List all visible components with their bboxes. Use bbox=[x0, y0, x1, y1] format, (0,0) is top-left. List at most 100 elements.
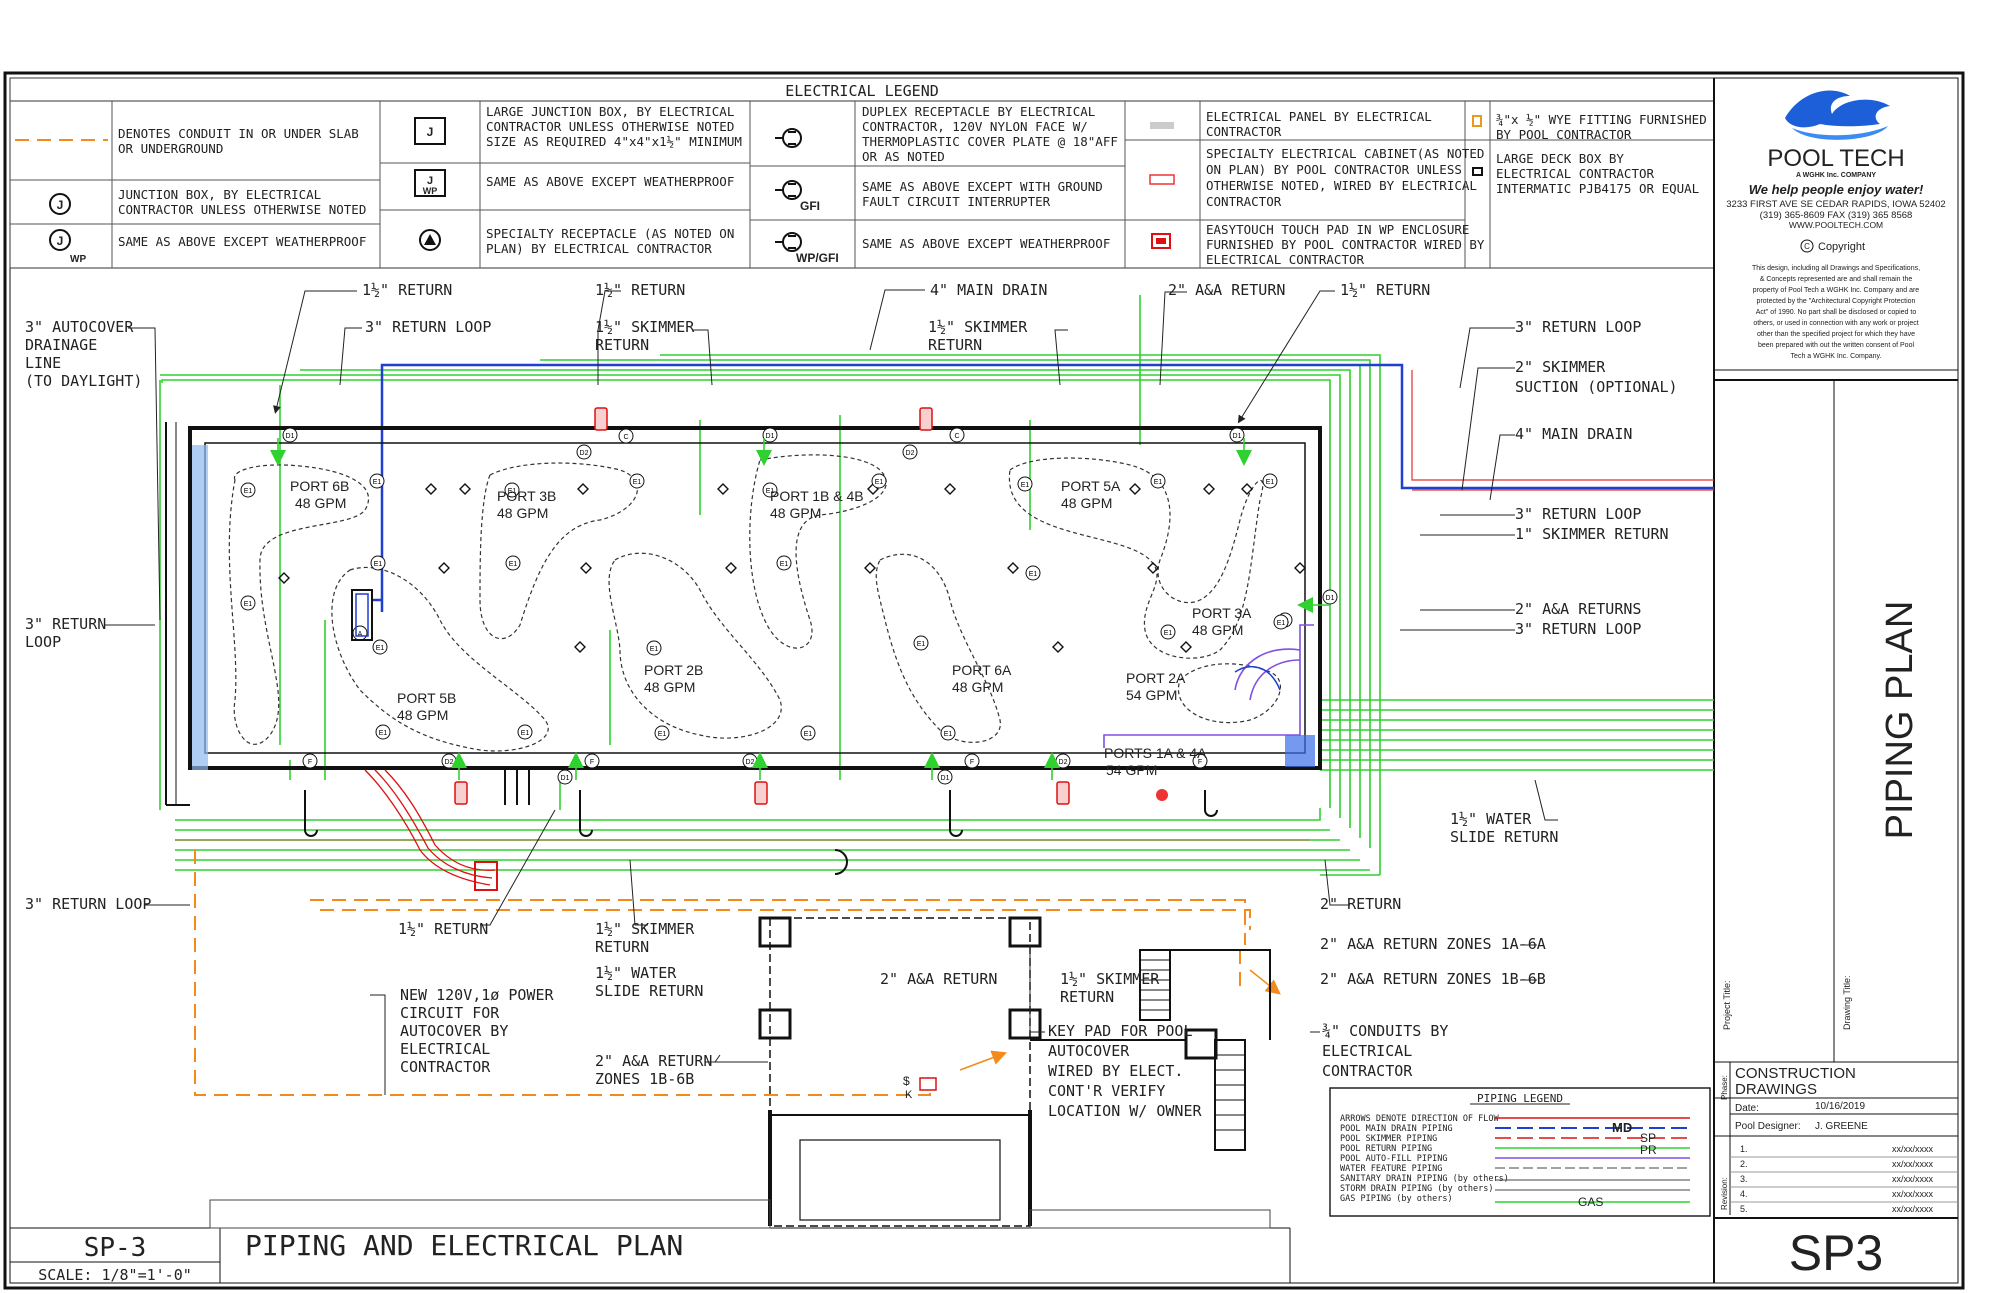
svg-text:CONT'R VERIFY: CONT'R VERIFY bbox=[1048, 1082, 1165, 1100]
svg-text:2" RETURN: 2" RETURN bbox=[1320, 895, 1401, 913]
svg-text:3" AUTOCOVER: 3" AUTOCOVER bbox=[25, 318, 134, 336]
svg-text:MD: MD bbox=[1612, 1120, 1632, 1135]
svg-text:CONTRACTOR: CONTRACTOR bbox=[1206, 124, 1282, 139]
pipe-markers: D1 D2 C D1 D2 C D1 E1 E1 E1 E1 E1 E1 E1 … bbox=[240, 427, 1338, 785]
svg-text:E1: E1 bbox=[650, 646, 659, 653]
svg-text:xx/xx/xxxx: xx/xx/xxxx bbox=[1892, 1189, 1934, 1199]
svg-text:AUTOCOVER BY: AUTOCOVER BY bbox=[400, 1022, 508, 1040]
svg-text:PORT 2A: PORT 2A bbox=[1126, 670, 1186, 686]
svg-text:PORT 3B: PORT 3B bbox=[497, 488, 556, 504]
svg-text:Date:: Date: bbox=[1735, 1103, 1759, 1114]
svg-text:PORT 6A: PORT 6A bbox=[952, 662, 1012, 678]
svg-text:WP: WP bbox=[70, 254, 86, 265]
svg-text:DUPLEX RECEPTACLE BY ELECTRICA: DUPLEX RECEPTACLE BY ELECTRICAL bbox=[862, 104, 1095, 119]
svg-text:4.: 4. bbox=[1740, 1189, 1748, 1199]
svg-text:E1: E1 bbox=[244, 601, 253, 608]
svg-text:2" SKIMMER: 2" SKIMMER bbox=[1515, 358, 1606, 376]
svg-text:Tech a WGHK Inc. Company.: Tech a WGHK Inc. Company. bbox=[1791, 353, 1882, 360]
svg-text:2.: 2. bbox=[1740, 1159, 1748, 1169]
svg-text:PORT 6B: PORT 6B bbox=[290, 478, 349, 494]
svg-text:We help people enjoy water!: We help people enjoy water! bbox=[1749, 182, 1924, 197]
svg-text:E1: E1 bbox=[1021, 482, 1030, 489]
svg-text:CONTRACTOR UNLESS OTHERWISE NO: CONTRACTOR UNLESS OTHERWISE NOTED bbox=[486, 119, 734, 134]
svg-text:INTERMATIC PJB4175 OR EQUAL: INTERMATIC PJB4175 OR EQUAL bbox=[1496, 181, 1699, 196]
svg-text:SIZE AS REQUIRED 4"x4"x1½" MIN: SIZE AS REQUIRED 4"x4"x1½" MINIMUM bbox=[486, 134, 742, 149]
svg-text:ELECTRICAL CONTRACTOR: ELECTRICAL CONTRACTOR bbox=[1206, 252, 1365, 267]
svg-text:A: A bbox=[358, 631, 363, 638]
svg-text:CONTRACTOR, 120V NYLON FACE W/: CONTRACTOR, 120V NYLON FACE W/ bbox=[862, 119, 1088, 134]
svg-text:PORT 2B: PORT 2B bbox=[644, 662, 703, 678]
svg-text:BY POOL CONTRACTOR: BY POOL CONTRACTOR bbox=[1496, 127, 1632, 142]
svg-text:48 GPM: 48 GPM bbox=[644, 679, 695, 695]
svg-text:F: F bbox=[308, 759, 312, 766]
svg-text:E1: E1 bbox=[521, 730, 530, 737]
svg-text:3" RETURN LOOP: 3" RETURN LOOP bbox=[1515, 505, 1641, 523]
svg-text:xx/xx/xxxx: xx/xx/xxxx bbox=[1892, 1144, 1934, 1154]
svg-text:LINE: LINE bbox=[25, 354, 61, 372]
svg-text:1.: 1. bbox=[1740, 1144, 1748, 1154]
svg-text:SANITARY DRAIN PIPING (by othe: SANITARY DRAIN PIPING (by others) bbox=[1340, 1174, 1509, 1184]
svg-text:1½" RETURN: 1½" RETURN bbox=[595, 281, 685, 299]
svg-text:3.: 3. bbox=[1740, 1174, 1748, 1184]
svg-text:E1: E1 bbox=[804, 731, 813, 738]
svg-text:J: J bbox=[57, 234, 64, 248]
svg-text:E1: E1 bbox=[509, 561, 518, 568]
svg-text:SP: SP bbox=[1640, 1131, 1656, 1145]
svg-text:LARGE JUNCTION BOX, BY ELECTRI: LARGE JUNCTION BOX, BY ELECTRICAL bbox=[486, 104, 734, 119]
svg-text:D1: D1 bbox=[941, 775, 950, 782]
svg-text:3" RETURN: 3" RETURN bbox=[25, 615, 106, 633]
main-drain-piping bbox=[380, 363, 1714, 612]
callout-leaders bbox=[105, 289, 1558, 1095]
svg-text:E1: E1 bbox=[658, 731, 667, 738]
svg-text:SCALE: 1/8"=1'-0": SCALE: 1/8"=1'-0" bbox=[38, 1266, 192, 1284]
svg-text:4" MAIN DRAIN: 4" MAIN DRAIN bbox=[1515, 425, 1632, 443]
svg-text:48 GPM: 48 GPM bbox=[497, 505, 548, 521]
svg-text:J: J bbox=[427, 175, 433, 187]
svg-text:ON PLAN) BY POOL CONTRACTOR UN: ON PLAN) BY POOL CONTRACTOR UNLESS bbox=[1206, 162, 1462, 177]
svg-text:1½" WATER: 1½" WATER bbox=[595, 964, 677, 982]
svg-text:F: F bbox=[1198, 759, 1202, 766]
svg-text:ELECTRICAL: ELECTRICAL bbox=[1322, 1042, 1412, 1060]
skimmers bbox=[454, 407, 1070, 805]
drawing-title: PIPING PLAN bbox=[1879, 601, 1921, 840]
svg-text:Pool Designer:: Pool Designer: bbox=[1735, 1121, 1801, 1132]
svg-text:3" RETURN LOOP: 3" RETURN LOOP bbox=[365, 318, 491, 336]
svg-text:1½" SKIMMER: 1½" SKIMMER bbox=[595, 318, 695, 336]
light-niche bbox=[1156, 789, 1168, 801]
svg-text:KEY PAD FOR POOL: KEY PAD FOR POOL bbox=[1048, 1022, 1193, 1040]
jbox-wp-symbol bbox=[49, 229, 71, 251]
svg-text:ELECTRICAL PANEL BY ELECTRICAL: ELECTRICAL PANEL BY ELECTRICAL bbox=[1206, 109, 1432, 124]
svg-text:E1: E1 bbox=[376, 645, 385, 652]
svg-text:property of Pool Tech a WGHK I: property of Pool Tech a WGHK Inc. Compan… bbox=[1753, 287, 1920, 294]
svg-text:ELECTRICAL CONTRACTOR: ELECTRICAL CONTRACTOR bbox=[1496, 166, 1655, 181]
svg-text:¾"x ½" WYE FITTING FURNISHED: ¾"x ½" WYE FITTING FURNISHED bbox=[1496, 112, 1707, 127]
jbox-symbol bbox=[49, 193, 71, 215]
svg-text:3" RETURN LOOP: 3" RETURN LOOP bbox=[1515, 318, 1641, 336]
svg-text:D2: D2 bbox=[746, 759, 755, 766]
svg-text:other than the specified proje: other than the specified project for whi… bbox=[1757, 331, 1915, 338]
sheet-border bbox=[3, 71, 1965, 1290]
pavilion bbox=[209, 916, 1271, 1229]
svg-text:K: K bbox=[905, 1089, 913, 1101]
svg-text:¾" CONDUITS BY: ¾" CONDUITS BY bbox=[1322, 1022, 1448, 1040]
svg-text:D1: D1 bbox=[286, 433, 295, 440]
svg-text:RETURN: RETURN bbox=[928, 336, 982, 354]
svg-text:RETURN: RETURN bbox=[1060, 988, 1114, 1006]
svg-text:1½" SKIMMER: 1½" SKIMMER bbox=[928, 318, 1028, 336]
svg-text:J. GREENE: J. GREENE bbox=[1815, 1121, 1868, 1132]
svg-text:LOCATION W/ OWNER: LOCATION W/ OWNER bbox=[1048, 1102, 1202, 1120]
flow-arrows bbox=[270, 438, 1330, 780]
svg-text:GFI: GFI bbox=[800, 199, 820, 213]
svg-text:(319) 365-8609 FAX (319) 365 8: (319) 365-8609 FAX (319) 365 8568 bbox=[1760, 210, 1913, 221]
svg-text:THERMOPLASTIC COVER PLATE @ 18: THERMOPLASTIC COVER PLATE @ 18"AFF bbox=[862, 134, 1118, 149]
svg-text:POOL RETURN PIPING: POOL RETURN PIPING bbox=[1340, 1144, 1432, 1154]
svg-text:PR: PR bbox=[1640, 1143, 1657, 1157]
svg-text:E1: E1 bbox=[917, 641, 926, 648]
svg-text:PORT 5B: PORT 5B bbox=[397, 690, 456, 706]
svg-text:NEW 120V,1ø POWER: NEW 120V,1ø POWER bbox=[400, 986, 554, 1004]
svg-text:WATER FEATURE PIPING: WATER FEATURE PIPING bbox=[1340, 1164, 1442, 1174]
return-piping bbox=[159, 295, 1714, 876]
svg-text:DENOTES CONDUIT IN OR UNDER SL: DENOTES CONDUIT IN OR UNDER SLAB bbox=[118, 126, 359, 141]
svg-text:FURNISHED BY POOL CONTRACTOR W: FURNISHED BY POOL CONTRACTOR WIRED BY bbox=[1206, 237, 1485, 252]
svg-text:SP-3: SP-3 bbox=[84, 1233, 147, 1263]
